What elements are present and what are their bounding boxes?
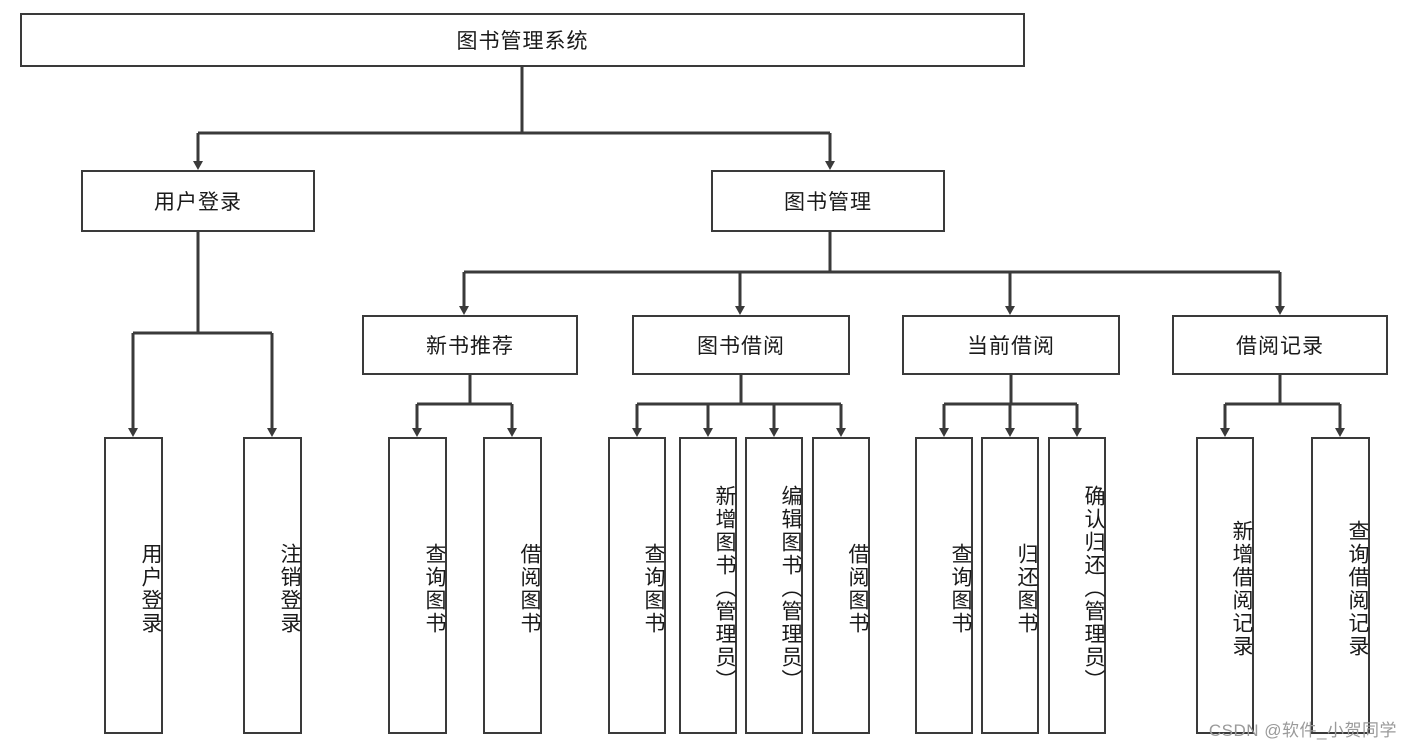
node-leaf-borrow-book-bb-label: 借阅图书: [846, 542, 869, 635]
node-new-book-rec[interactable]: 新书推荐: [362, 315, 578, 375]
node-leaf-return-book-label: 归还图书: [1015, 542, 1038, 635]
node-leaf-add-book[interactable]: 新增图书（管理员）: [679, 437, 737, 734]
node-leaf-query-book-cb-label: 查询图书: [949, 542, 972, 635]
node-user-login[interactable]: 用户登录: [81, 170, 315, 232]
node-current-borrow[interactable]: 当前借阅: [902, 315, 1120, 375]
node-leaf-query-book-bb-label: 查询图书: [642, 542, 665, 635]
node-leaf-borrow-book-bb[interactable]: 借阅图书: [812, 437, 870, 734]
node-leaf-query-book-bb[interactable]: 查询图书: [608, 437, 666, 734]
node-leaf-return-book[interactable]: 归还图书: [981, 437, 1039, 734]
node-book-manage[interactable]: 图书管理: [711, 170, 945, 232]
node-leaf-query-record-label: 查询借阅记录: [1346, 519, 1369, 658]
node-book-manage-label: 图书管理: [784, 191, 872, 214]
node-new-book-rec-label: 新书推荐: [426, 335, 514, 358]
node-user-login-label: 用户登录: [154, 191, 242, 214]
node-borrow-record-label: 借阅记录: [1236, 335, 1324, 358]
node-leaf-confirm-return[interactable]: 确认归还（管理员）: [1048, 437, 1106, 734]
node-leaf-user-login-label: 用户登录: [139, 542, 162, 635]
node-leaf-user-logout-label: 注销登录: [278, 542, 301, 635]
node-leaf-add-record-label: 新增借阅记录: [1230, 519, 1253, 658]
node-leaf-edit-book[interactable]: 编辑图书（管理员）: [745, 437, 803, 734]
node-leaf-edit-book-label: 编辑图书（管理员）: [779, 485, 802, 692]
node-root[interactable]: 图书管理系统: [20, 13, 1025, 67]
node-leaf-query-record[interactable]: 查询借阅记录: [1311, 437, 1370, 734]
node-leaf-query-book-cb[interactable]: 查询图书: [915, 437, 973, 734]
node-leaf-query-book-rec-label: 查询图书: [423, 542, 446, 635]
node-borrow-record[interactable]: 借阅记录: [1172, 315, 1388, 375]
node-leaf-user-login[interactable]: 用户登录: [104, 437, 163, 734]
node-leaf-user-logout[interactable]: 注销登录: [243, 437, 302, 734]
csdn-watermark: CSDN @软件_小贺同学: [1208, 721, 1397, 740]
node-book-borrow[interactable]: 图书借阅: [632, 315, 850, 375]
node-leaf-query-book-rec[interactable]: 查询图书: [388, 437, 447, 734]
node-leaf-confirm-return-label: 确认归还（管理员）: [1082, 485, 1105, 692]
node-root-label: 图书管理系统: [456, 30, 589, 53]
node-book-borrow-label: 图书借阅: [697, 335, 785, 358]
node-leaf-add-record[interactable]: 新增借阅记录: [1196, 437, 1254, 734]
node-leaf-borrow-book-rec-label: 借阅图书: [518, 542, 541, 635]
node-current-borrow-label: 当前借阅: [967, 335, 1055, 358]
node-leaf-add-book-label: 新增图书（管理员）: [713, 485, 736, 692]
node-leaf-borrow-book-rec[interactable]: 借阅图书: [483, 437, 542, 734]
